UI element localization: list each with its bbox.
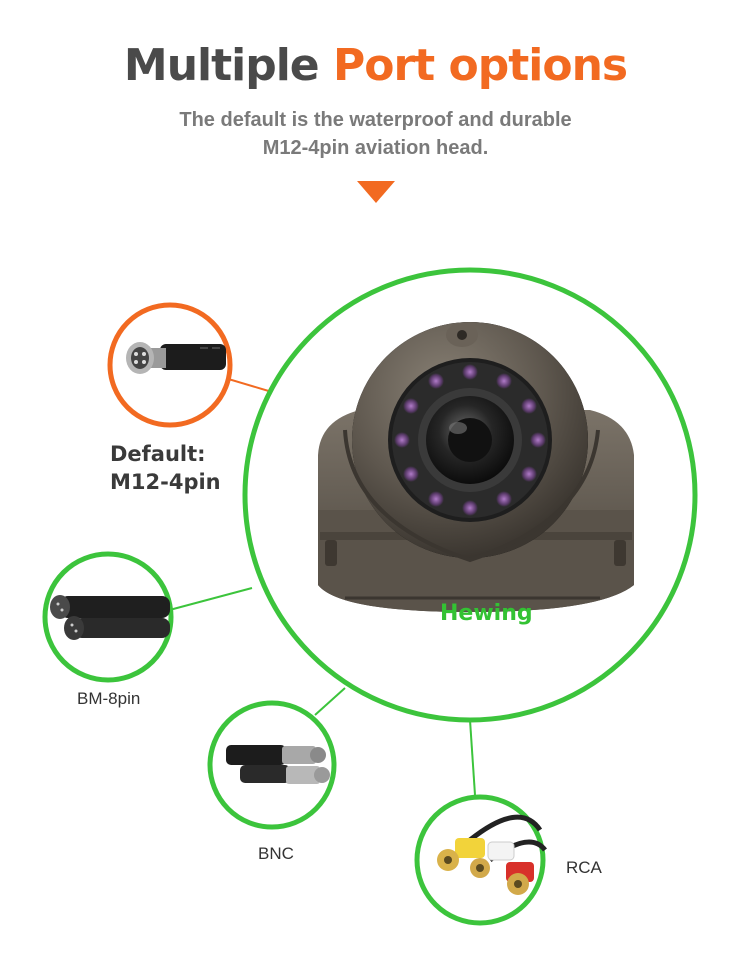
title-part-orange: Port options (332, 40, 628, 91)
connector-bm-8pin (42, 551, 174, 683)
page-title: Multiple Port options (0, 38, 751, 94)
subtitle-line-1: The default is the waterproof and durabl… (179, 109, 572, 131)
label-bnc: BNC (258, 844, 294, 863)
label-bm-8pin: BM-8pin (77, 689, 141, 708)
connector-m12-4pin (107, 302, 233, 428)
down-arrow-icon (357, 181, 395, 203)
connector-bnc (207, 700, 337, 830)
label-default-line-2: M12-4pin (110, 470, 221, 494)
connector-rca (414, 794, 547, 926)
line-bnc (314, 687, 346, 716)
subtitle-line-2: M12-4pin aviation head. (262, 137, 489, 159)
line-default (224, 377, 273, 393)
label-default-line-1: Default: (110, 442, 206, 466)
dome-camera-image (318, 322, 634, 612)
brand-logo: Hewing (440, 601, 533, 626)
connector-lines (161, 377, 476, 796)
label-rca: RCA (566, 858, 602, 877)
title-part-dark: Multiple (123, 40, 320, 91)
subtitle: The default is the waterproof and durabl… (0, 106, 751, 162)
line-bm8 (161, 587, 253, 613)
label-default-connector: Default: M12-4pin (110, 440, 221, 496)
line-rca (469, 719, 476, 796)
ir-led-ring (394, 364, 546, 516)
